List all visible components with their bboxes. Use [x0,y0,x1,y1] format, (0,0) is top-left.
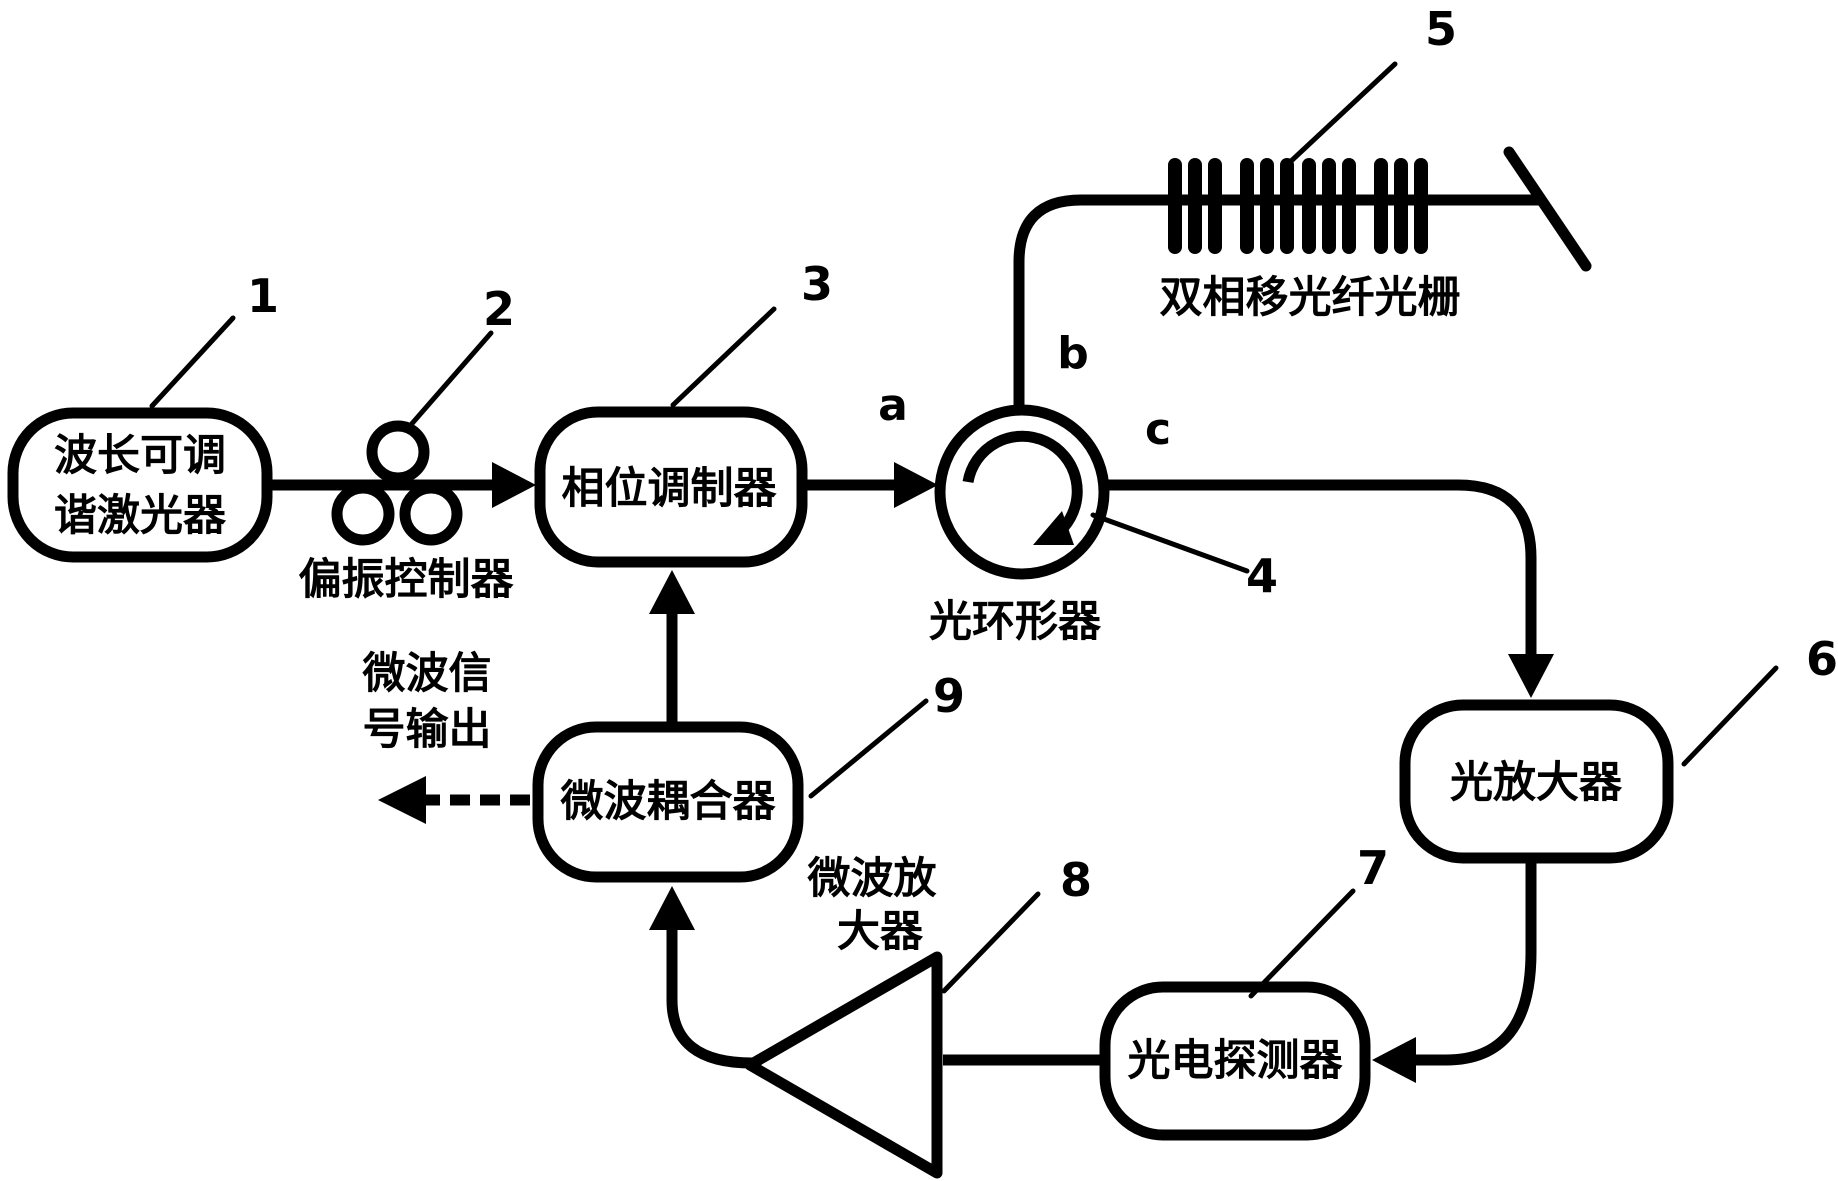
microwave-amplifier-triangle [744,951,943,1179]
pc-loop-top [366,420,430,484]
laser-label-line1: 波长可调 [54,431,226,481]
ref-number-9: 9 [933,669,965,723]
microwave-amplifier-label-line1: 微波放 [807,854,937,904]
cable-amplifier-to-coupler [666,928,753,1069]
leader-line-8 [941,891,1041,994]
fiber-circulator-to-amplifier [1102,479,1537,656]
microwave-amplifier-label-line2: 大器 [837,907,924,957]
ref-number-8: 8 [1060,853,1092,907]
optical-amplifier-label: 光放大器 [1450,758,1623,808]
photodetector-label: 光电探测器 [1128,1036,1344,1086]
leader-line-4 [1090,512,1250,574]
phase-modulator-label: 相位调制器 [562,464,778,514]
ref-number-4: 4 [1246,549,1278,603]
laser-box [7,407,273,563]
fiber-grating-bars [1168,158,1428,254]
arrowhead-into-optical-amplifier [1508,654,1554,698]
fiber-grating-label: 双相移光纤光栅 [1160,273,1461,323]
fiber-circulator-to-grating [1013,194,1541,412]
leader-line-5 [1286,61,1398,166]
leader-line-1 [149,315,236,409]
arrowhead-into-coupler [649,886,695,930]
leader-line-2 [406,330,494,430]
port-label-b: b [1057,328,1089,379]
ref-number-1: 1 [247,269,279,323]
circulator-rotation-arc [962,430,1083,531]
optical-circulator-symbol [934,404,1110,580]
port-label-c: c [1145,404,1171,455]
arrowhead-into-circulator [894,462,938,508]
arrowhead-into-modulator [492,462,536,508]
microwave-output-label-line2: 号输出 [363,705,492,755]
ref-number-2: 2 [483,282,515,336]
microwave-output-label-line1: 微波信 [362,649,492,699]
leader-line-9 [808,698,929,799]
pc-loop-left [331,482,395,546]
ref-number-7: 7 [1357,841,1389,895]
circulator-label: 光环形器 [929,597,1102,647]
ref-number-6: 6 [1806,632,1838,686]
port-label-a: a [878,380,908,431]
leader-line-3 [670,306,777,408]
polarization-controller-label: 偏振控制器 [299,555,515,605]
circulator-arc-arrowhead [1033,511,1074,545]
microwave-coupler-box [532,721,804,883]
microwave-coupler-label: 微波耦合器 [560,777,777,827]
fiber-amplifier-to-photodetector [1416,861,1537,1066]
polarization-controller-symbol [331,420,463,546]
arrowhead-output [378,776,426,824]
arrowhead-into-modulator-rf-port [649,570,695,614]
pc-loop-right [399,482,463,546]
leader-line-6 [1681,665,1779,767]
arrowhead-into-photodetector [1372,1037,1416,1083]
optical-amplifier-box [1399,699,1674,864]
ref-number-5: 5 [1425,2,1457,56]
photodetector-box [1099,981,1371,1141]
laser-label-line2: 谐激光器 [54,491,227,541]
fiber-end-facet [1503,146,1592,272]
phase-modulator-box [534,406,808,568]
ref-number-3: 3 [801,257,833,311]
leader-line-7 [1248,888,1356,999]
